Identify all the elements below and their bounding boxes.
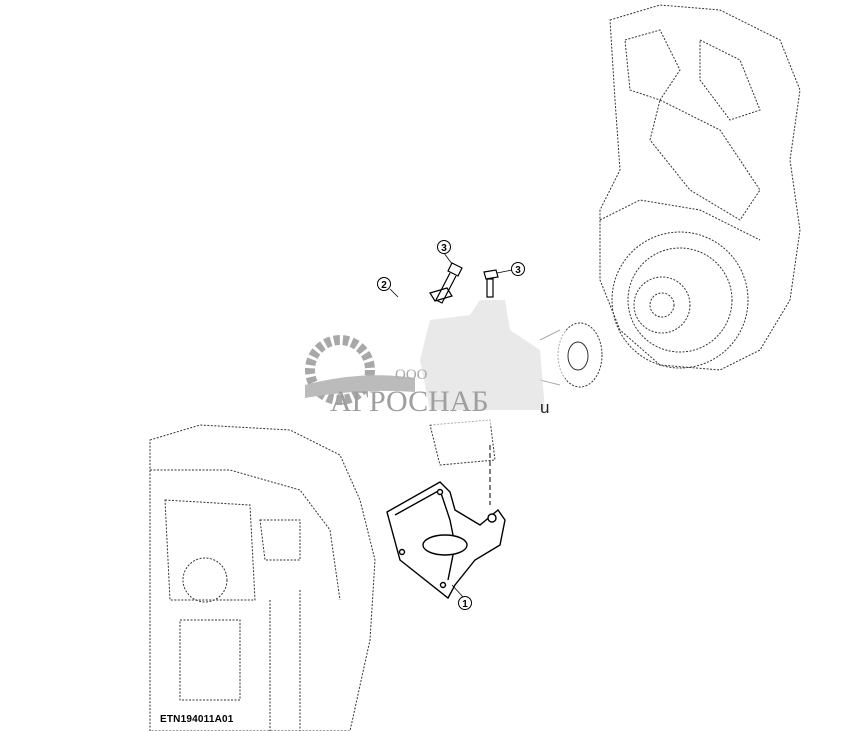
washer-part: [429, 287, 453, 302]
bolt-right: [483, 269, 499, 298]
callout-leaders: [389, 252, 513, 598]
mount-block: [429, 419, 496, 466]
svg-text:ООО: ООО: [395, 367, 428, 383]
bracket-part: [386, 481, 506, 600]
svg-text:АГРОСНАБ: АГРОСНАБ: [330, 385, 489, 418]
figure-id: ETN194011A01: [160, 714, 234, 725]
svg-text:3: 3: [515, 265, 521, 276]
stray-text: u: [540, 398, 550, 417]
svg-text:1: 1: [462, 599, 468, 610]
callout-1: 1: [458, 596, 472, 610]
transmission-assembly: [149, 424, 376, 731]
svg-text:3: 3: [441, 243, 447, 254]
callout-2: 2: [377, 277, 391, 291]
svg-text:2: 2: [381, 280, 387, 291]
callout-3-right: 3: [511, 262, 525, 276]
callout-3-upper: 3: [437, 240, 451, 254]
watermark-logo: ООО АГРОСНАБ: [275, 300, 565, 425]
engine-assembly: [599, 4, 801, 371]
